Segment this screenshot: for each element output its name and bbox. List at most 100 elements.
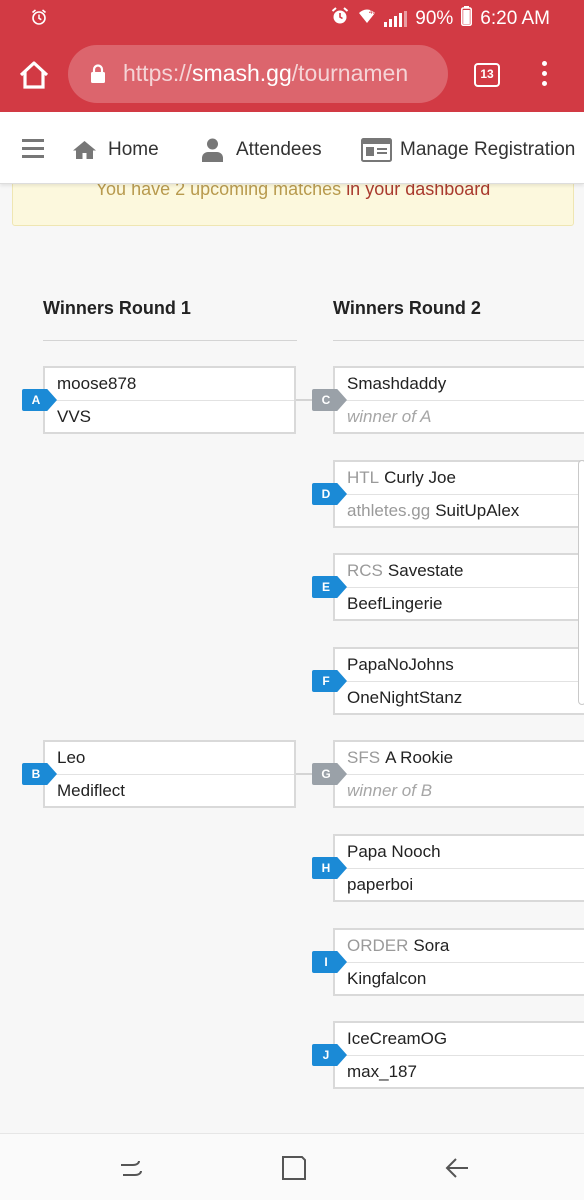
sponsor-prefix: SFS <box>347 748 381 767</box>
match-identifier-badge: H <box>312 857 347 879</box>
match-slot-bottom[interactable]: VVS <box>45 400 294 432</box>
player-name: Papa Nooch <box>347 842 441 861</box>
match-identifier-badge: G <box>312 763 347 785</box>
winner-placeholder: winner of B <box>347 781 433 800</box>
sponsor-prefix: HTL <box>347 468 380 487</box>
player-name: BeefLingerie <box>347 594 443 613</box>
match-slot-bottom[interactable]: winner of B <box>335 774 584 806</box>
back-icon[interactable] <box>443 1154 471 1182</box>
url-path: /tournamen <box>291 60 409 86</box>
player-name: Smashdaddy <box>347 374 447 393</box>
match-c[interactable]: Smashdaddy winner of A <box>333 366 584 434</box>
url-scheme: https:// <box>123 60 193 86</box>
signal-icon <box>384 11 408 27</box>
home-button-icon[interactable] <box>280 1154 308 1182</box>
player-name: VVS <box>57 407 92 426</box>
home-icon[interactable] <box>18 60 50 90</box>
match-identifier-badge: E <box>312 576 347 598</box>
tab-switcher-button[interactable]: 13 <box>474 63 500 87</box>
site-nav: Home Attendees Manage Registration <box>0 112 584 184</box>
nav-home-label: Home <box>108 139 159 160</box>
match-slot-top[interactable]: PapaNoJohns <box>335 649 584 681</box>
player-name: moose878 <box>57 374 137 393</box>
player-name: Leo <box>57 748 86 767</box>
match-identifier-badge: A <box>22 389 57 411</box>
match-identifier-badge: B <box>22 763 57 785</box>
url-host: smash.gg <box>192 60 292 86</box>
alert-message: You have 2 upcoming matches <box>95 179 347 199</box>
battery-level: 90% <box>415 8 454 29</box>
match-slot-top[interactable]: Smashdaddy <box>335 368 584 400</box>
hamburger-menu-icon[interactable] <box>22 139 44 163</box>
player-name: A Rookie <box>385 748 454 767</box>
winner-placeholder: winner of A <box>347 407 432 426</box>
match-slot-bottom[interactable]: OneNightStanz <box>335 681 584 713</box>
match-slot-top[interactable]: IceCreamOG <box>335 1023 584 1055</box>
match-identifier-badge: C <box>312 389 347 411</box>
player-name: IceCreamOG <box>347 1029 448 1048</box>
alert-text: You have 2 upcoming matches in your dash… <box>13 179 573 200</box>
player-name: Curly Joe <box>384 468 456 487</box>
match-identifier-badge: J <box>312 1044 347 1066</box>
round-1-divider <box>43 340 297 341</box>
match-identifier-badge: I <box>312 951 347 973</box>
dashboard-link[interactable]: in your dashboard <box>346 179 491 199</box>
connector-b-to-g <box>296 773 318 775</box>
match-slot-bottom[interactable]: max_187 <box>335 1055 584 1087</box>
player-name: Sora <box>413 936 450 955</box>
recent-apps-icon[interactable] <box>117 1154 145 1182</box>
browser-toolbar: https://smash.gg/tournamen 13 <box>0 36 584 112</box>
match-slot-bottom[interactable]: BeefLingerie <box>335 587 584 619</box>
scrollbar-thumb[interactable] <box>578 460 584 705</box>
nav-attendees-label: Attendees <box>236 139 322 160</box>
nav-attendees[interactable]: Attendees <box>202 136 322 164</box>
match-slot-top[interactable]: moose878 <box>45 368 294 400</box>
overflow-menu-icon[interactable] <box>538 61 550 91</box>
player-name: PapaNoJohns <box>347 655 454 674</box>
person-icon <box>202 138 223 162</box>
nav-manage-registration[interactable]: Manage Registration <box>361 136 575 164</box>
android-nav-bar <box>0 1133 584 1200</box>
lock-icon <box>90 64 106 89</box>
alarm-clock-icon <box>330 6 350 32</box>
svg-text:4G: 4G <box>369 10 376 16</box>
match-slot-top[interactable]: Leo <box>45 742 294 774</box>
match-slot-bottom[interactable]: Kingfalcon <box>335 962 584 994</box>
round-2-divider <box>333 340 584 341</box>
player-name: OneNightStanz <box>347 688 463 707</box>
clock-time: 6:20 AM <box>480 8 550 29</box>
url-bar[interactable]: https://smash.gg/tournamen <box>68 45 448 103</box>
match-identifier-badge: F <box>312 670 347 692</box>
player-name: max_187 <box>347 1062 417 1081</box>
match-slot-bottom[interactable]: winner of A <box>335 400 584 432</box>
url-text: https://smash.gg/tournamen <box>123 60 408 87</box>
nav-home[interactable]: Home <box>72 136 159 164</box>
match-identifier-badge: D <box>312 483 347 505</box>
round-1-header: Winners Round 1 <box>43 298 191 318</box>
match-slot-top[interactable]: Papa Nooch <box>335 836 584 868</box>
player-name: SuitUpAlex <box>435 501 520 520</box>
sponsor-prefix: athletes.gg <box>347 501 431 520</box>
wifi-icon: 4G <box>358 7 378 31</box>
match-slot-bottom[interactable]: Mediflect <box>45 774 294 806</box>
match-h[interactable]: Papa Nooch paperboi <box>333 834 584 902</box>
match-slot-bottom[interactable]: paperboi <box>335 868 584 900</box>
alarm-icon <box>30 8 48 31</box>
match-j[interactable]: IceCreamOG max_187 <box>333 1021 584 1089</box>
sponsor-prefix: ORDER <box>347 936 409 955</box>
nav-manage-registration-label: Manage Registration <box>400 139 576 160</box>
player-name: Mediflect <box>57 781 126 800</box>
id-card-icon <box>361 138 392 162</box>
